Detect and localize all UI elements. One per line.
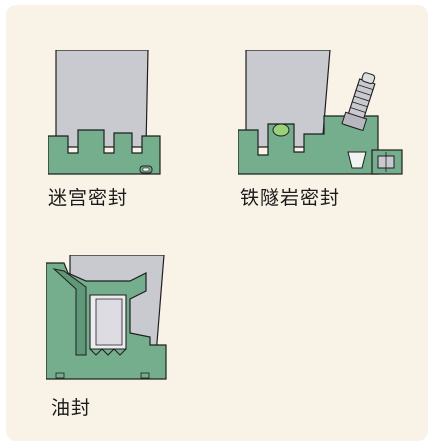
labyrinth-seal-figure [48,50,161,175]
seal-label-oil: 油封 [51,397,92,419]
seal-label-tunnel-rock: 铁隧岩密封 [240,187,341,209]
oil-seal-figure [46,255,167,380]
tunnel-rock-seal-figure [238,50,403,175]
seal-label-labyrinth: 迷宫密封 [48,187,129,209]
seal-types-panel: 迷宫密封 铁隧岩密封 油封 [6,5,428,441]
